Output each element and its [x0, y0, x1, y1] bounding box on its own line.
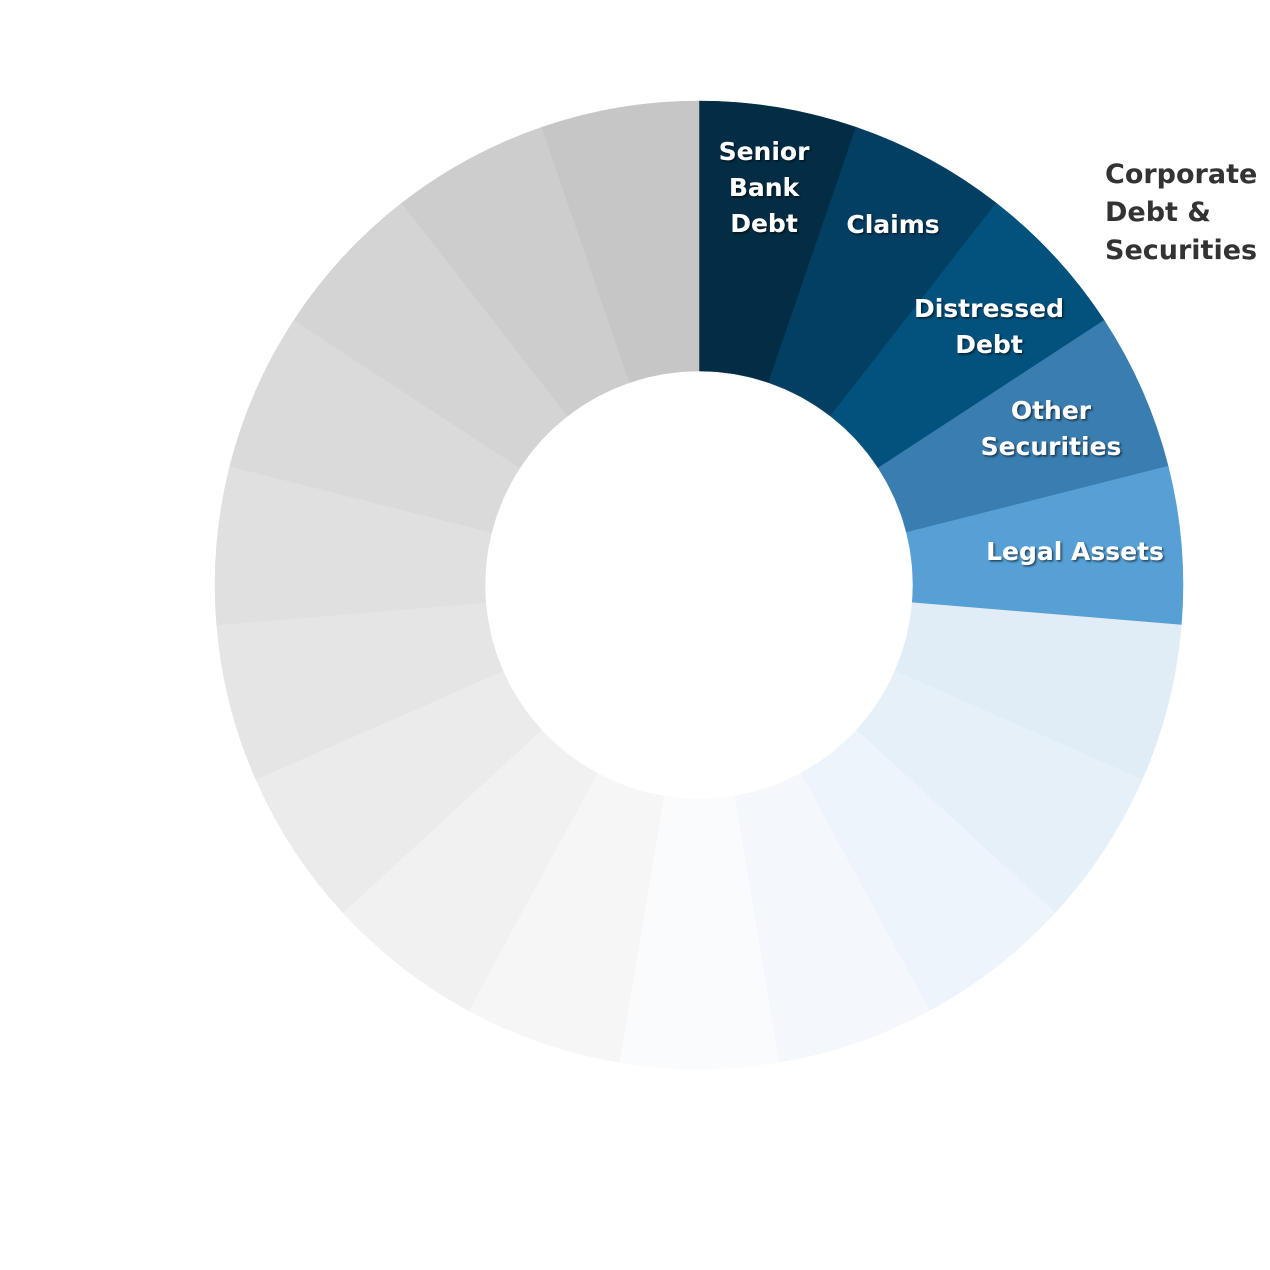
title-line: Securities: [1105, 235, 1258, 266]
donut-segment: [541, 100, 700, 383]
segment-label-line: Other: [1011, 396, 1092, 425]
segment-label-line: Debt: [730, 209, 798, 238]
segment-label-line: Claims: [846, 210, 939, 239]
segment-label-line: Legal Assets: [986, 537, 1164, 566]
segment-label-line: Bank: [729, 173, 801, 202]
chart-title: Corporate Debt & Securities: [1105, 156, 1265, 270]
title-line: Debt &: [1105, 197, 1211, 228]
segment-label-line: Senior: [719, 137, 811, 166]
segment-label: Claims: [846, 210, 939, 239]
segment-label-line: Securities: [981, 432, 1122, 461]
title-line: Corporate: [1105, 159, 1258, 190]
segment-label: Legal Assets: [986, 537, 1164, 566]
segment-label-line: Debt: [955, 330, 1023, 359]
segment-label-line: Distressed: [914, 294, 1064, 323]
